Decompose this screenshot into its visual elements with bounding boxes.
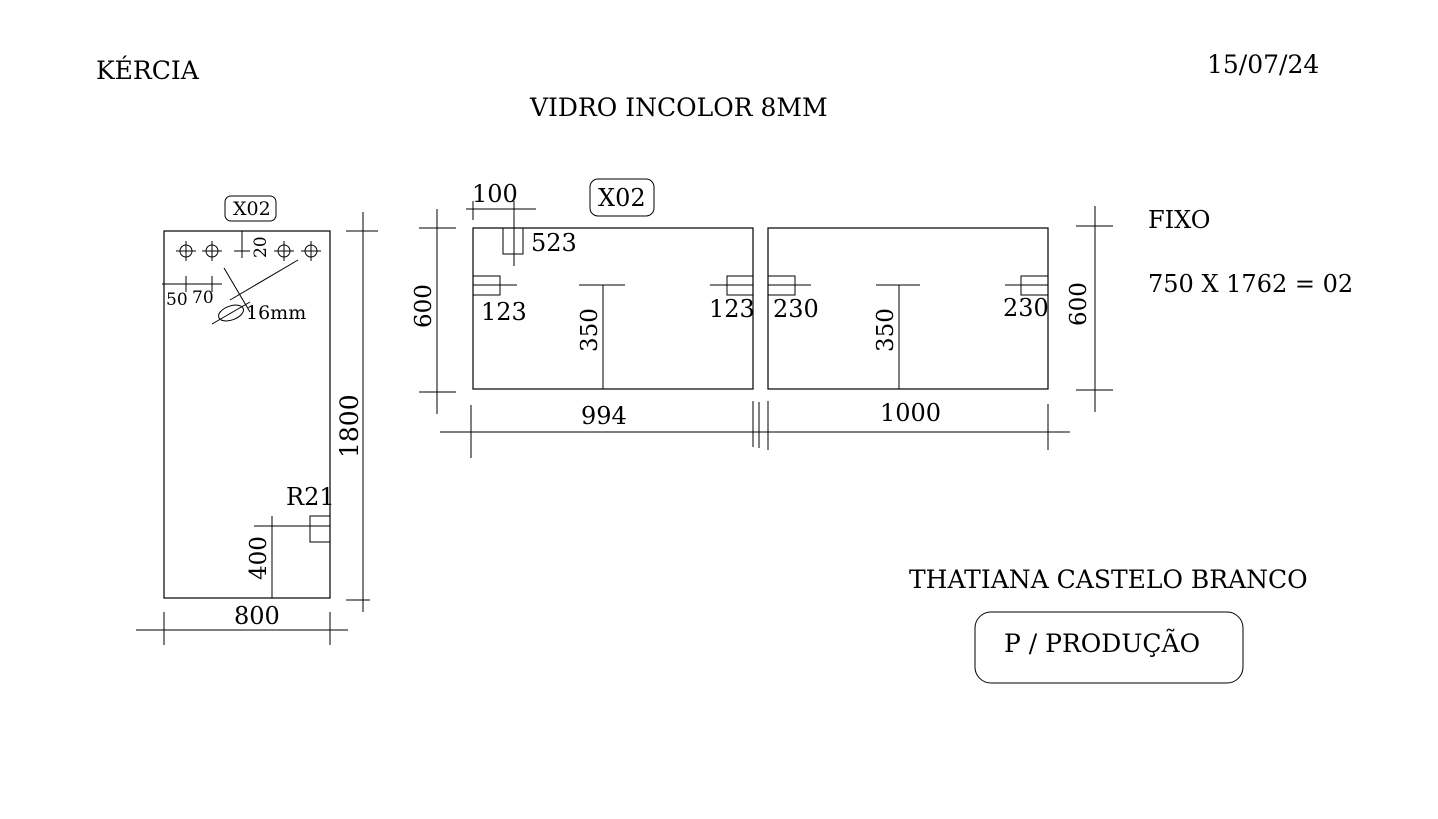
- right-notch-left: 230: [773, 295, 819, 323]
- right-panel-outline: [767, 227, 1049, 390]
- production-stamp-box: [974, 611, 1244, 684]
- fixed-label: FIXO: [1148, 206, 1210, 234]
- notch-radius: R21: [286, 483, 335, 511]
- door-piece: X02 20 5: [136, 195, 378, 645]
- door-width: 800: [234, 602, 280, 630]
- panel-pieces: X02 100 523 123 123 350 600 230 230: [411, 178, 1113, 458]
- hole-top-offset: 20: [251, 236, 271, 258]
- door-quantity-label: X02: [233, 198, 271, 220]
- door-outline: [163, 230, 331, 599]
- left-notch-top: 523: [531, 229, 577, 257]
- material-title: VIDRO INCOLOR 8MM: [529, 93, 828, 122]
- left-width: 994: [581, 402, 627, 430]
- left-center: 350: [577, 308, 603, 352]
- door-quantity-tag: [224, 195, 277, 222]
- fixed-spec: 750 X 1762 = 02: [1148, 270, 1353, 298]
- door-height: 1800: [335, 394, 364, 458]
- notch-height: 400: [246, 536, 272, 580]
- production-stamp: P / PRODUÇÃO: [1004, 629, 1200, 658]
- door-notch: [309, 515, 331, 543]
- panel-quantity-label: X02: [598, 184, 646, 212]
- customer-name: THATIANA CASTELO BRANCO: [909, 565, 1308, 594]
- right-height: 600: [1066, 282, 1092, 326]
- left-top-offset: 100: [472, 180, 518, 208]
- hole-offset-b: 70: [192, 288, 214, 308]
- left-panel-outline: [472, 227, 754, 390]
- client-name: KÉRCIA: [96, 56, 200, 85]
- hole-offset-a: 50: [166, 290, 188, 310]
- drawing-date: 15/07/24: [1207, 50, 1319, 79]
- left-notch-left: 123: [481, 298, 527, 326]
- right-center: 350: [873, 308, 899, 352]
- panel-quantity-tag: [589, 178, 655, 217]
- hinge-holes: [162, 231, 321, 325]
- hole-diameter: 16mm: [246, 302, 306, 324]
- right-width: 1000: [880, 399, 941, 427]
- left-notch-right: 123: [709, 295, 755, 323]
- left-height: 600: [411, 284, 437, 328]
- right-notch-right: 230: [1003, 294, 1049, 322]
